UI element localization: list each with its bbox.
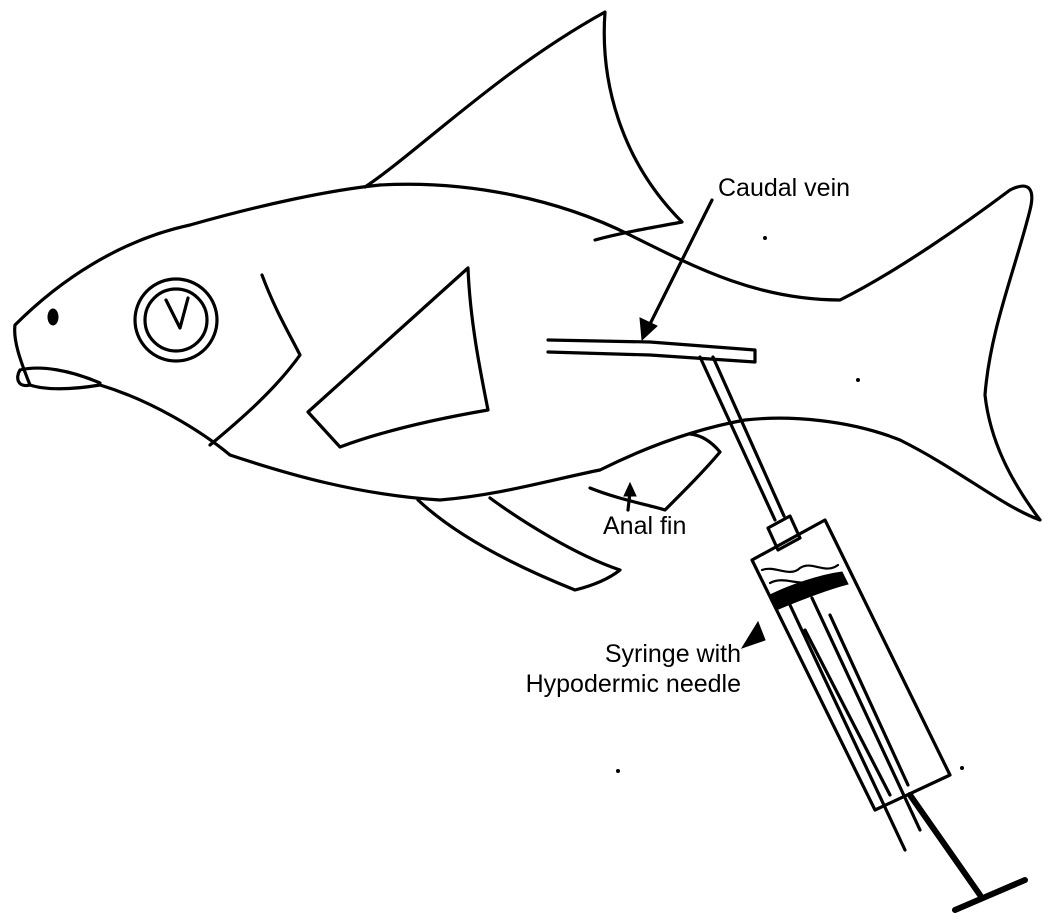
plunger-thumb-rest (955, 880, 1025, 910)
syringe-barrel (752, 520, 950, 810)
anal-fin-arrow-head (624, 483, 636, 496)
syringe-label-line2: Hypodermic needle (518, 670, 741, 699)
pelvic-fin (418, 498, 620, 590)
dorsal-fin (365, 12, 682, 240)
plunger-shaft (910, 795, 980, 895)
speck (857, 379, 860, 382)
fish-gill-line (210, 275, 300, 445)
pectoral-fin (308, 268, 488, 447)
needle-left (700, 357, 775, 520)
needle-right (713, 357, 784, 516)
caudal-vein-label: Caudal vein (718, 174, 850, 203)
fish-body-outline (15, 184, 1040, 520)
syringe-arrow-head (742, 622, 765, 648)
anal-fin-label: Anal fin (603, 512, 686, 541)
syringe-stopper (770, 572, 848, 610)
syringe-label-line1: Syringe with (568, 640, 741, 669)
fish-eye-pupil (166, 298, 188, 328)
plunger-rod-left (790, 605, 905, 850)
syringe-hub (768, 516, 800, 550)
speck (617, 770, 620, 773)
fish-nostril (48, 309, 58, 325)
caudal-vein-arrow-head (640, 318, 657, 340)
caudal-vein-line (548, 340, 755, 362)
speck (961, 767, 964, 770)
fish-mouth (20, 368, 100, 383)
speck (764, 237, 767, 240)
